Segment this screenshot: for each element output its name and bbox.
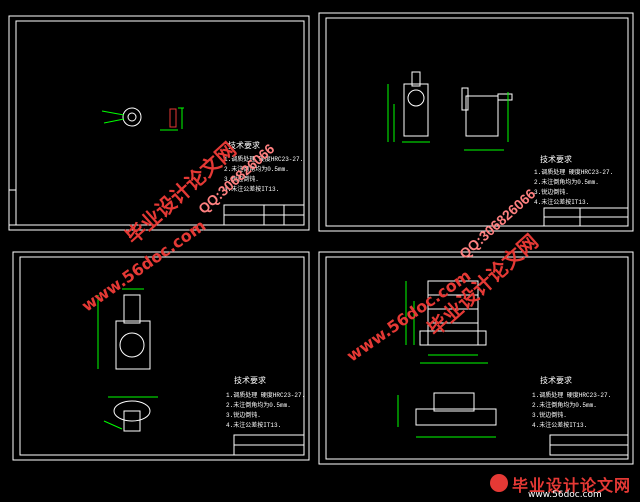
footer-logo: 毕业设计论文网 www.56doc.com (488, 472, 638, 500)
tech-line: 1.调质处理 硬度HRC23-27. (224, 155, 303, 163)
drawing-sheet-1: 技术要求 1.调质处理 硬度HRC23-27. 2.未注倒角均为0.5mm. 3… (8, 15, 310, 231)
tech-line: 2.未注倒角均为0.5mm. (532, 401, 597, 409)
footer-site: www.56doc.com (528, 490, 602, 500)
sheet-2-canvas: 技术要求 1.调质处理 硬度HRC23-27. 2.未注倒角均为0.5mm. 3… (318, 12, 634, 232)
tech-line: 1.调质处理 硬度HRC23-27. (532, 391, 611, 399)
tech-line: 1.调质处理 硬度HRC23-27. (226, 391, 305, 399)
drawing-sheet-4: 技术要求 1.调质处理 硬度HRC23-27. 2.未注倒角均为0.5mm. 3… (318, 251, 634, 465)
tech-line: 3.锐边倒钝. (532, 411, 567, 419)
tech-line: 3.锐边倒钝. (226, 411, 261, 419)
tech-line: 2.未注倒角均为0.5mm. (534, 178, 599, 186)
sheet-4-canvas: 技术要求 1.调质处理 硬度HRC23-27. 2.未注倒角均为0.5mm. 3… (318, 251, 634, 465)
sheet-3-tech-title: 技术要求 (234, 375, 266, 386)
tech-line: 1.调质处理 硬度HRC23-27. (534, 168, 613, 176)
tech-line: 4.未注公差按IT13. (224, 185, 279, 193)
sheet-1-canvas: 技术要求 1.调质处理 硬度HRC23-27. 2.未注倒角均为0.5mm. 3… (8, 15, 310, 231)
footer-title: 毕业设计论文网 (512, 476, 632, 495)
drawing-sheet-2: 技术要求 1.调质处理 硬度HRC23-27. 2.未注倒角均为0.5mm. 3… (318, 12, 634, 232)
tech-line: 4.未注公差按IT13. (532, 421, 587, 429)
logo-badge-icon (490, 474, 508, 492)
tech-line: 3.锐边倒钝. (534, 188, 569, 196)
sheet-3-canvas: 技术要求 1.调质处理 硬度HRC23-27. 2.未注倒角均为0.5mm. 3… (12, 251, 310, 461)
sheet-2-tech-title: 技术要求 (540, 154, 572, 165)
sheet-4-tech-title: 技术要求 (540, 375, 572, 386)
sheet-1-tech-title: 技术要求 (228, 140, 260, 151)
tech-line: 2.未注倒角均为0.5mm. (226, 401, 291, 409)
tech-line: 4.未注公差按IT13. (226, 421, 281, 429)
tech-line: 4.未注公差按IT13. (534, 198, 589, 206)
tech-line: 2.未注倒角均为0.5mm. (224, 165, 289, 173)
tech-line: 3.锐边倒钝. (224, 175, 259, 183)
drawing-sheet-3: 技术要求 1.调质处理 硬度HRC23-27. 2.未注倒角均为0.5mm. 3… (12, 251, 310, 461)
